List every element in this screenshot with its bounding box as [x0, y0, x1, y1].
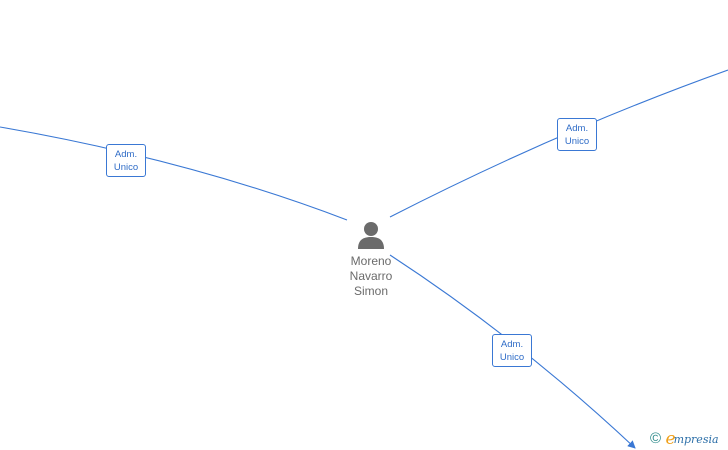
- relation-label-line: Unico: [499, 352, 525, 363]
- relation-label-line: Adm.: [114, 149, 138, 160]
- copyright-icon: ©: [650, 430, 662, 447]
- person-name-line: Moreno: [350, 254, 392, 268]
- brand-logo-text: mpresia: [673, 432, 719, 446]
- person-name: Moreno Navarro Simon: [330, 254, 412, 299]
- person-name-line: Simon: [353, 284, 388, 298]
- relation-label-line: Adm.: [565, 123, 589, 134]
- brand-watermark: © empresia: [650, 429, 726, 449]
- relation-label-line: Unico: [113, 162, 139, 173]
- relation-label-left[interactable]: Adm. Unico: [106, 144, 146, 177]
- relation-label-line: Unico: [564, 136, 590, 147]
- relation-label-top-right[interactable]: Adm. Unico: [557, 118, 597, 151]
- relation-label-line: Adm.: [500, 339, 524, 350]
- person-icon: [358, 222, 384, 249]
- edge-left: [0, 126, 348, 221]
- relation-label-bottom-right[interactable]: Adm. Unico: [492, 334, 532, 367]
- brand-logo-initial: e: [665, 429, 676, 449]
- person-node[interactable]: Moreno Navarro Simon: [330, 220, 412, 299]
- person-name-line: Navarro: [349, 269, 393, 283]
